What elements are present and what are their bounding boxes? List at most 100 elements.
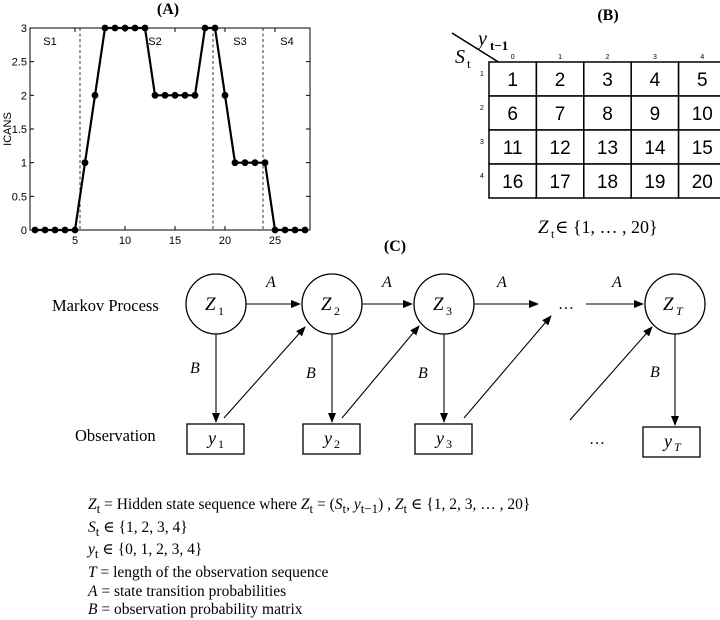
definition-T: T = length of the observation sequence xyxy=(88,564,708,583)
def-text: = Hidden state sequence where xyxy=(100,496,301,513)
data-point xyxy=(251,159,259,167)
z2-var: Z xyxy=(321,294,332,315)
yt-var: y xyxy=(662,431,672,451)
data-point xyxy=(51,226,59,234)
def-sub: t xyxy=(94,546,99,562)
data-point xyxy=(61,226,69,234)
matrix-cell-value: 12 xyxy=(550,138,571,159)
emission-label-3: B xyxy=(418,365,428,382)
data-point xyxy=(191,91,199,99)
data-point xyxy=(231,159,239,167)
y3-sub: 3 xyxy=(446,437,452,451)
matrix-cell-value: 19 xyxy=(644,172,665,193)
x-tick-label: 20 xyxy=(219,235,231,247)
hidden-node-zt xyxy=(644,273,706,335)
matrix-cell-value: 9 xyxy=(650,104,661,125)
matrix-cell xyxy=(677,163,720,199)
transition-label-4: A xyxy=(611,274,622,291)
matrix-cell xyxy=(535,95,585,131)
row-index: 4 xyxy=(480,173,484,180)
x-tick-label: 5 xyxy=(72,235,78,247)
y2-sub: 2 xyxy=(334,437,340,451)
matrix-cell-value: 2 xyxy=(555,70,566,91)
y3-var: y xyxy=(434,428,444,448)
y1-var: y xyxy=(206,428,216,448)
matrix-cell-value: 18 xyxy=(597,172,618,193)
emission-label-2: B xyxy=(306,365,316,382)
matrix-cell xyxy=(488,95,538,131)
def-sub: t xyxy=(342,501,347,517)
feedback-arrow-y3-next xyxy=(463,315,552,419)
matrix-cell-value: 17 xyxy=(550,172,571,193)
data-point xyxy=(181,91,189,99)
y-tick-label: 2.5 xyxy=(12,57,27,69)
icans-series-line xyxy=(35,26,305,232)
segment-label-s4: S4 xyxy=(280,36,293,48)
definitions-block: Zt = Hidden state sequence where Zt = (S… xyxy=(88,496,708,620)
y-tick-label: 2 xyxy=(21,90,27,102)
transition-label-3: A xyxy=(496,274,507,291)
data-point xyxy=(101,24,109,32)
row-index: 3 xyxy=(480,139,484,146)
matrix-cell-value: 13 xyxy=(597,138,618,159)
z1-sub: 1 xyxy=(218,304,224,318)
data-point xyxy=(71,226,79,234)
emission-label-1: B xyxy=(190,360,200,377)
def-var: T xyxy=(88,564,97,582)
plot-frame xyxy=(29,27,311,231)
matrix-cell xyxy=(677,95,720,131)
markov-process-label: Markov Process xyxy=(52,296,159,315)
transition-label-1: A xyxy=(265,274,276,291)
feedback-arrow-y1-z2 xyxy=(223,326,306,419)
y-tick-label: 0.5 xyxy=(12,191,27,203)
def-sub: t xyxy=(403,501,408,517)
data-point xyxy=(161,91,169,99)
def-text: ∈ {0, 1, 2, 3, 4} xyxy=(98,541,203,559)
data-point xyxy=(301,226,309,234)
feedback-arrow-prev-zt xyxy=(569,326,653,421)
data-point xyxy=(211,24,219,32)
definition-A: A = state transition probabilities xyxy=(88,583,708,602)
data-point xyxy=(81,159,89,167)
matrix-cell xyxy=(583,95,632,131)
x-tick-label: 10 xyxy=(119,235,131,247)
def-text: = observation probability matrix xyxy=(97,601,303,619)
def-var: A xyxy=(88,582,98,600)
data-point xyxy=(241,159,249,167)
emission-label-4: B xyxy=(650,364,660,381)
col-index: 0 xyxy=(511,54,515,61)
matrix-cell xyxy=(677,61,720,97)
matrix-cell-value: 3 xyxy=(602,70,613,91)
panel-b-label: (B) xyxy=(597,7,618,24)
matrix-cell-value: 8 xyxy=(602,104,613,125)
row-header-sub: t xyxy=(467,56,471,71)
def-text: , xyxy=(346,496,354,513)
segment-label-s1: S1 xyxy=(43,36,56,48)
panel-c-label: (C) xyxy=(384,238,406,255)
z1-var: Z xyxy=(205,294,216,315)
y1-sub: 1 xyxy=(218,437,224,451)
observation-label: Observation xyxy=(75,426,156,445)
def-var: B xyxy=(88,601,98,619)
data-point xyxy=(281,226,289,234)
observed-node-y3 xyxy=(414,423,473,455)
caption-rest: ∈ {1, … , 20} xyxy=(555,217,658,237)
diagonal-divider xyxy=(451,32,501,64)
def-sub: t−1 xyxy=(360,501,379,517)
def-var: Z xyxy=(394,496,404,513)
z2-sub: 2 xyxy=(334,304,340,318)
col-header-sub: t−1 xyxy=(490,38,508,53)
data-point xyxy=(291,226,299,234)
z3-sub: 3 xyxy=(446,304,452,318)
hidden-node-z1 xyxy=(185,273,247,335)
observed-node-yt xyxy=(642,426,701,458)
y-tick-label: 3 xyxy=(21,23,27,35)
matrix-cell xyxy=(488,61,538,97)
def-text: ∈ {1, 2, 3, 4} xyxy=(99,518,188,536)
def-var: S xyxy=(334,496,343,513)
matrix-cell-value: 11 xyxy=(503,138,523,159)
row-index: 2 xyxy=(480,105,484,112)
